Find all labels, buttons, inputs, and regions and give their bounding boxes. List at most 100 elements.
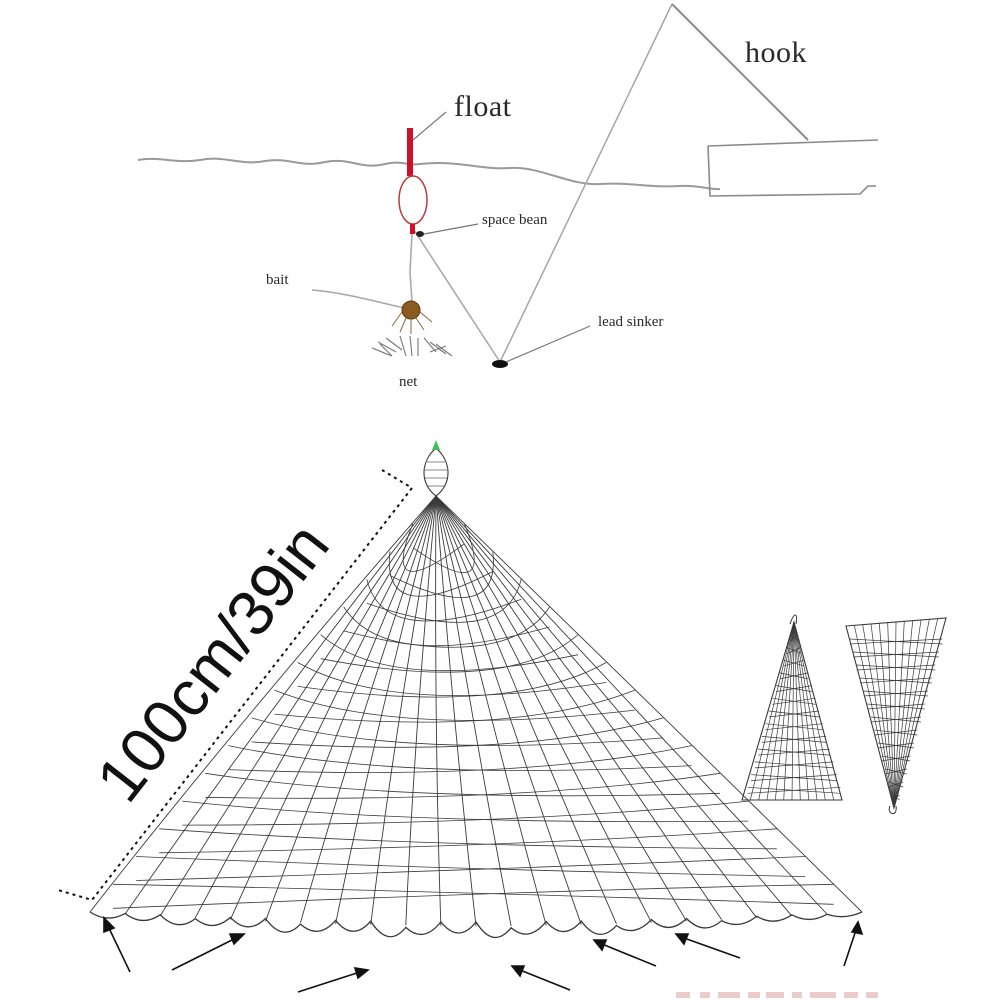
net-rib-line [435, 495, 828, 915]
float-tip-icon [432, 440, 440, 450]
arrow-icon [171, 933, 246, 971]
cone-strand [790, 634, 798, 641]
net-mesh-strand [251, 717, 664, 746]
cone-strand [758, 748, 830, 756]
dimension-label: 100cm/39in [82, 510, 342, 815]
cone-rib [783, 621, 795, 801]
cone-strand [754, 761, 834, 769]
bait-label: bait [266, 272, 289, 288]
net-rib-line [435, 495, 547, 926]
net-mesh-strand [159, 828, 777, 854]
cone-rib [774, 621, 795, 801]
net-rib-line [194, 495, 437, 919]
arrow-icon [510, 965, 571, 991]
cone-rib [766, 621, 795, 801]
net-rib-line [435, 495, 512, 926]
net-rib-line [405, 495, 437, 926]
funnel-strand [867, 703, 925, 710]
cone-rib [793, 621, 826, 801]
cone-strand [776, 685, 812, 692]
net-mesh-strand [402, 523, 465, 572]
funnel-rib [893, 621, 897, 809]
net-label: net [399, 374, 418, 390]
cone-strand [779, 672, 809, 680]
float-to-sinker-line [413, 229, 501, 363]
net-mesh-strand [228, 745, 692, 773]
net-mesh-strand [412, 523, 475, 573]
net-mesh-strand [320, 634, 579, 673]
net-float-icon [423, 447, 449, 497]
net-rib-line [435, 495, 722, 920]
net-mesh-strand [159, 828, 777, 850]
funnel-rib [893, 621, 905, 809]
funnel-strand [878, 742, 914, 749]
net-mesh-strand [182, 800, 749, 823]
cone-strand [786, 647, 802, 654]
float-to-bait-line [409, 233, 413, 303]
float-stem-icon [407, 128, 413, 176]
water-surface-line [137, 157, 721, 191]
net-mesh-strand [388, 551, 493, 597]
cone-strand [768, 710, 820, 718]
small-net-cone [741, 614, 843, 801]
net-rib-line [300, 495, 437, 923]
net-rib-line [435, 495, 477, 927]
net-rib-line [265, 495, 437, 922]
float-bottom-icon [410, 224, 415, 234]
net-mesh-strand [366, 579, 522, 623]
net-float-pattern [425, 461, 447, 487]
bottom-watermark-strip [676, 992, 878, 998]
funnel-rib [887, 622, 895, 809]
funnel-strand [888, 781, 904, 788]
arrow-icon [674, 933, 741, 959]
funnel-strand [853, 651, 939, 658]
main-line [499, 3, 673, 363]
funnel-strand [860, 677, 932, 684]
funnel-rib [893, 618, 939, 809]
cone-strand [761, 736, 827, 743]
cone-rib [793, 621, 801, 801]
net-mesh-strand [182, 800, 749, 826]
net-mesh-strand [366, 579, 522, 622]
arrow-icon [592, 939, 657, 967]
float-label: float [454, 90, 512, 123]
lead-sinker-icon [492, 360, 508, 368]
funnel-rib [862, 624, 895, 809]
float-leader [412, 111, 447, 141]
funnel-strand [856, 664, 936, 671]
space-bean-icon [416, 231, 424, 237]
net-mesh-strand [274, 689, 635, 723]
edge-arrows [103, 916, 864, 993]
funnel-bottom-float-icon [888, 805, 897, 814]
net-mesh-strand [136, 856, 806, 881]
net-mesh-strand [136, 856, 806, 877]
funnel-strand [885, 768, 907, 775]
net-mesh-strand [343, 606, 550, 648]
hook-label: hook [745, 36, 807, 69]
main-net-mesh [89, 495, 863, 938]
net-rib-line [89, 495, 437, 913]
net-rib-line [159, 495, 437, 917]
net-rib-line [435, 495, 687, 922]
net-mesh-strand [320, 634, 579, 672]
cone-strand [751, 774, 837, 781]
net-mesh-strand [274, 689, 635, 721]
net-product: 100cm/39in [57, 440, 947, 998]
arrow-icon [297, 967, 370, 993]
space-bean-leader [423, 223, 479, 235]
cone-strand [747, 786, 841, 794]
lead-sinker-label: lead sinker [598, 314, 663, 330]
rig-diagram: hook float space bean bait lead sinker n… [137, 3, 879, 390]
net-rib-line [435, 495, 863, 913]
net-rib-line [435, 495, 793, 917]
space-bean-label: space bean [482, 212, 548, 228]
net-mesh-strand [113, 883, 834, 909]
fishing-rod [671, 3, 809, 141]
small-net-funnel [845, 617, 947, 814]
cone-strand [772, 697, 816, 705]
net-mesh-strand [228, 745, 692, 771]
lead-sinker-leader [505, 325, 591, 363]
dimension-line [57, 469, 414, 902]
cone-rib [791, 621, 795, 801]
net-mesh-strand [389, 551, 494, 598]
